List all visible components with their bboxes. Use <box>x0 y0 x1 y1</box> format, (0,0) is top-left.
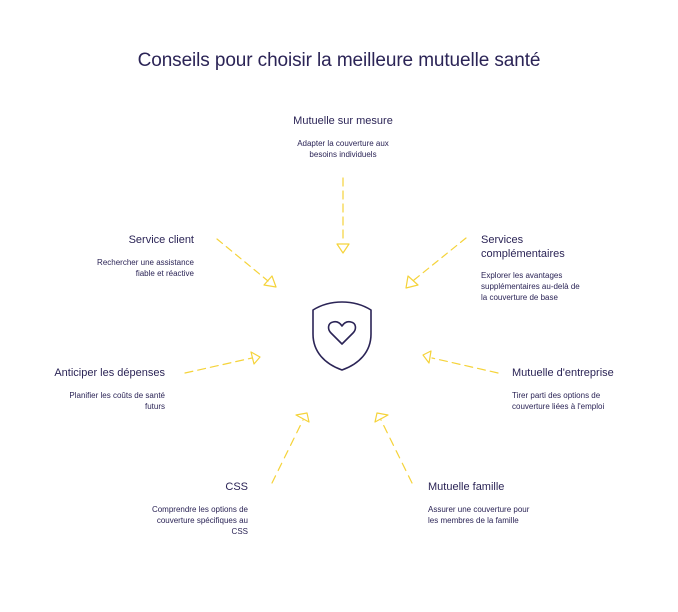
node-heading: CSS <box>225 481 248 493</box>
arrow-entreprise <box>422 350 499 374</box>
arrow-top <box>336 177 350 254</box>
node-description: Rechercher une assistance fiable et réac… <box>97 258 194 278</box>
node-heading: Anticiper les dépenses <box>54 367 165 379</box>
arrow-service-client <box>216 238 277 288</box>
node-service-client: Service client Rechercher une assistance… <box>60 233 194 279</box>
node-mutuelle-sur-mesure: Mutuelle sur mesure Adapter la couvertur… <box>263 114 423 160</box>
node-description: Comprendre les options de couverture spé… <box>151 505 248 536</box>
node-heading: Service client <box>128 234 194 246</box>
node-description: Planifier les coûts de santé futurs <box>69 391 165 411</box>
node-anticiper-depenses: Anticiper les dépenses Planifier les coû… <box>30 366 165 412</box>
shield-heart-icon <box>307 298 377 374</box>
page-title: Conseils pour choisir la meilleure mutue… <box>137 50 541 71</box>
node-services-complementaires: Services complémentaires Explorer les av… <box>481 233 621 303</box>
node-heading: Mutuelle d'entreprise <box>512 367 614 379</box>
arrow-services-complementaires <box>405 237 467 289</box>
node-mutuelle-entreprise: Mutuelle d'entreprise Tirer parti des op… <box>512 366 662 412</box>
node-css: CSS Comprendre les options de couverture… <box>100 480 248 537</box>
node-mutuelle-famille: Mutuelle famille Assurer une couverture … <box>428 480 578 526</box>
node-description: Adapter la couverture aux besoins indivi… <box>297 139 389 159</box>
arrow-famille <box>374 412 413 484</box>
node-description: Assurer une couverture pour les membres … <box>428 505 530 525</box>
arrow-anticiper <box>184 351 261 374</box>
node-description: Tirer parti des options de couverture li… <box>512 391 605 411</box>
node-description: Explorer les avantages supplémentaires a… <box>481 271 580 302</box>
node-heading: Services complémentaires <box>481 234 565 260</box>
node-heading: Mutuelle famille <box>428 481 505 493</box>
node-heading: Mutuelle sur mesure <box>293 115 393 127</box>
arrow-css <box>271 412 310 484</box>
